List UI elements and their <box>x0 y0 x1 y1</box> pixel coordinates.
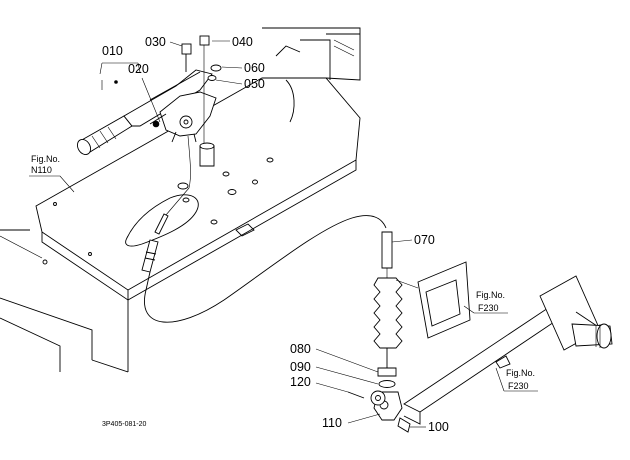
figure-references: Fig.No. N110 Fig.No. F230 Fig.No. F230 <box>29 154 538 392</box>
frame-structure <box>0 27 361 373</box>
part-label-070: 070 <box>414 233 435 247</box>
fig-ref-n110-caption: Fig.No. <box>31 154 60 164</box>
part-label-050: 050 <box>244 77 265 91</box>
part-labels: 010 020 030 040 060 050 070 080 090 120 … <box>99 35 449 434</box>
part-label-030: 030 <box>145 35 166 49</box>
spacer-collar <box>199 142 215 167</box>
part-label-110: 110 <box>322 416 342 430</box>
parking-brake-cable <box>141 187 403 388</box>
part-label-080: 080 <box>290 342 311 356</box>
bolt-030 <box>181 43 192 72</box>
fig-ref-n110-ref: N110 <box>31 165 52 175</box>
drawing-code: 3P405-081-20 <box>102 421 146 428</box>
fig-ref-f230a-caption: Fig.No. <box>476 290 505 300</box>
part-label-040: 040 <box>232 35 253 49</box>
washers-050-060 <box>207 64 222 81</box>
clevis-assembly <box>347 390 411 433</box>
fig-ref-f230b-ref: F230 <box>508 381 529 391</box>
fig-ref-f230b-caption: Fig.No. <box>506 368 535 378</box>
fig-ref-f230a-ref: F230 <box>478 303 499 313</box>
hand-brake-lever <box>76 69 217 189</box>
pedal-bracket <box>395 261 471 339</box>
part-label-020: 020 <box>128 62 149 76</box>
part-label-120: 120 <box>290 375 311 389</box>
brake-shaft-assembly <box>403 275 613 425</box>
part-label-090: 090 <box>290 360 311 374</box>
part-label-010: 010 <box>102 44 123 58</box>
bolt-040 <box>199 35 210 146</box>
part-label-060: 060 <box>244 61 265 75</box>
part-label-100: 100 <box>428 420 449 434</box>
